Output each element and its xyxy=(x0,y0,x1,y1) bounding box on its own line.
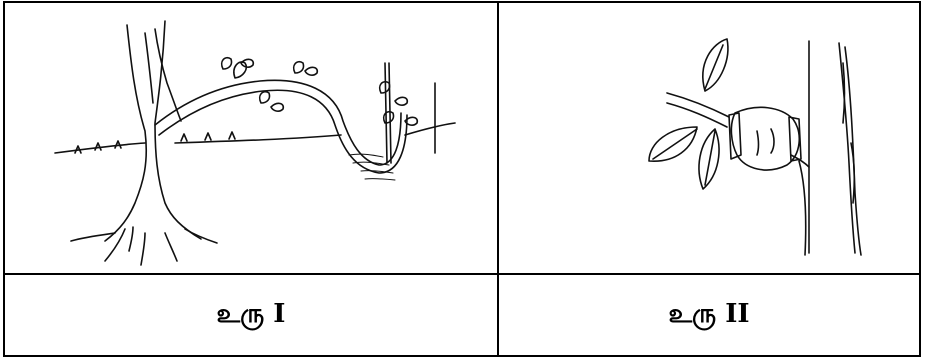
figure-table: உரு I உரு II xyxy=(3,1,921,357)
layered-branch xyxy=(154,79,408,174)
support-stake xyxy=(384,62,392,164)
ground-line xyxy=(54,82,456,154)
branch xyxy=(666,92,810,168)
branch-leaves xyxy=(220,56,419,126)
figure-1-caption-cell: உரு I xyxy=(5,275,499,355)
tie-string xyxy=(798,160,807,256)
plant-leaves xyxy=(648,38,729,190)
figure-1-drawing xyxy=(5,3,499,275)
figure-2-caption: உரு II xyxy=(668,298,750,329)
soil-hatching xyxy=(348,153,396,181)
tree-trunk xyxy=(104,20,202,242)
tree-roots xyxy=(70,226,218,266)
tree-trunk xyxy=(808,40,862,256)
figure-1-caption: உரு I xyxy=(216,298,286,329)
moss-wrap xyxy=(728,106,802,171)
figure-2-caption-cell: உரு II xyxy=(499,275,919,355)
figure-2-drawing xyxy=(499,3,919,275)
